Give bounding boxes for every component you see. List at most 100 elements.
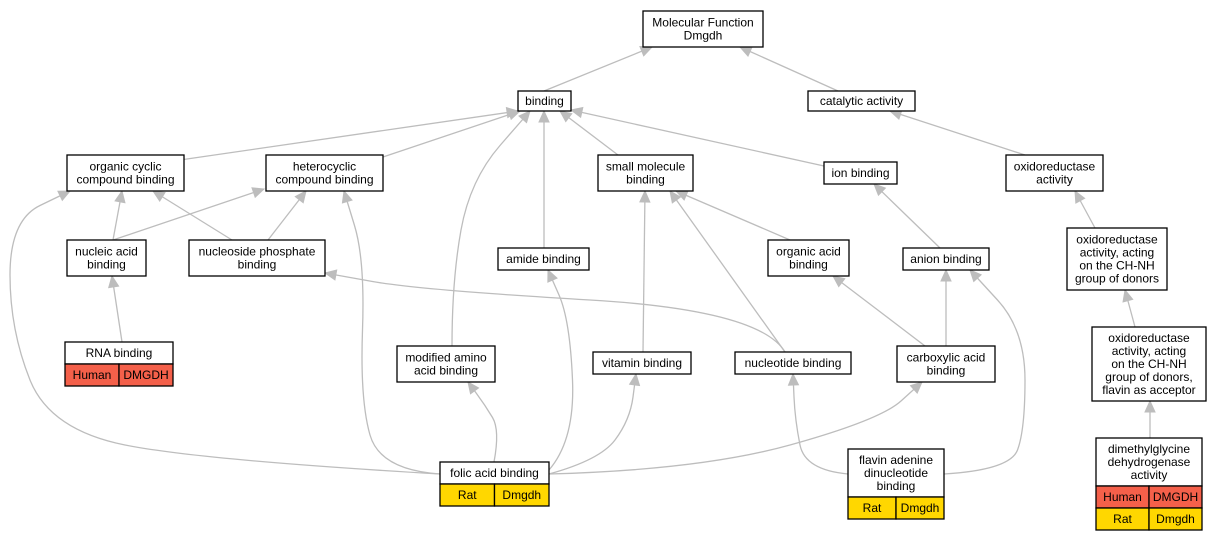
edge-arrowhead bbox=[639, 189, 651, 203]
edge-arrowhead bbox=[323, 269, 338, 281]
term-label-line: compound binding bbox=[76, 173, 174, 187]
edge-folic-to-amideb bbox=[547, 268, 574, 471]
annotation-species-text: Rat bbox=[1113, 512, 1132, 526]
go-term-amideb[interactable]: amide binding bbox=[497, 247, 590, 271]
edge-arrowhead bbox=[57, 190, 72, 202]
term-box bbox=[592, 351, 692, 375]
term-label-line: anion binding bbox=[910, 252, 981, 266]
edge-arrowhead bbox=[294, 190, 307, 204]
term-label-line: small molecule bbox=[606, 160, 686, 174]
term-label-line: oxidoreductase bbox=[1108, 331, 1190, 345]
term-label-line: binding bbox=[87, 258, 126, 272]
edge-ocb-to-binding bbox=[179, 106, 520, 161]
term-label-line: group of donors bbox=[1075, 272, 1159, 286]
edge-arrowhead bbox=[940, 268, 952, 282]
term-box bbox=[847, 448, 945, 498]
term-label-line: amide binding bbox=[506, 252, 581, 266]
term-box bbox=[807, 90, 916, 112]
term-label-line: vitamin binding bbox=[602, 356, 682, 370]
edge-line bbox=[792, 373, 849, 475]
edge-line bbox=[548, 381, 923, 475]
edge-rnab-to-nab bbox=[108, 274, 123, 343]
term-box bbox=[66, 239, 147, 277]
term-label-line: nucleic acid bbox=[75, 245, 138, 259]
term-label-line: on the CH-NH bbox=[1079, 259, 1154, 273]
term-label-line: nucleoside phosphate bbox=[199, 245, 316, 259]
edge-orgacid-to-smb bbox=[674, 190, 791, 241]
term-box bbox=[396, 345, 496, 383]
term-label-line: organic acid bbox=[776, 245, 841, 259]
edge-ionb-to-binding bbox=[569, 106, 825, 167]
term-label-line: Molecular Function bbox=[652, 16, 753, 30]
term-label-line: heterocyclic bbox=[293, 160, 356, 174]
term-box bbox=[902, 247, 990, 271]
edge-binding-to-mf bbox=[543, 45, 654, 92]
edge-line bbox=[343, 190, 441, 475]
go-term-dmgdh[interactable]: dimethylglycinedehydrogenaseactivityHuma… bbox=[1095, 437, 1203, 531]
edge-folic-to-ocb bbox=[9, 190, 441, 475]
annotation-gene-text: DMGDH bbox=[1153, 490, 1198, 504]
edge-arrowhead bbox=[559, 110, 573, 123]
annotation-species-text: Human bbox=[1103, 490, 1142, 504]
edge-arrowhead bbox=[569, 106, 584, 119]
edge-arrowhead bbox=[832, 275, 846, 288]
term-box bbox=[823, 161, 898, 185]
edge-folic-to-modaa bbox=[467, 381, 498, 463]
term-label-line: binding bbox=[877, 479, 916, 493]
edges-layer bbox=[9, 45, 1156, 475]
edge-nspb-to-hcb bbox=[267, 190, 307, 241]
go-term-ionb[interactable]: ion binding bbox=[823, 161, 898, 185]
edge-line bbox=[832, 275, 926, 347]
term-label-line: activity, acting bbox=[1080, 246, 1154, 260]
edge-arrowhead bbox=[909, 381, 923, 394]
edge-carbox-to-orgacid bbox=[832, 275, 926, 347]
edge-line bbox=[324, 272, 786, 353]
term-box bbox=[767, 239, 850, 277]
edge-arrowhead bbox=[467, 381, 480, 395]
term-label-line: ion binding bbox=[831, 166, 889, 180]
go-term-vitb[interactable]: vitamin binding bbox=[592, 351, 692, 375]
edge-nucb-to-nspb bbox=[323, 269, 786, 353]
term-label-line: Dmgdh bbox=[684, 29, 723, 43]
annotation-gene-text: Dmgdh bbox=[502, 488, 541, 502]
edge-arrowhead bbox=[969, 269, 983, 283]
term-box bbox=[1066, 227, 1168, 291]
term-box bbox=[1005, 154, 1104, 192]
term-label-line: binding bbox=[626, 173, 665, 187]
annotation-gene-cell bbox=[493, 483, 550, 507]
edge-catalytic-to-mf bbox=[738, 46, 839, 92]
edge-hcb-to-binding bbox=[382, 109, 522, 158]
term-label-line: binding bbox=[927, 364, 966, 378]
term-label-line: catalytic activity bbox=[820, 94, 903, 108]
annotation-gene-text: Dmgdh bbox=[901, 501, 940, 515]
annotation-species-text: Human bbox=[73, 368, 112, 382]
edge-nucb-to-smb bbox=[669, 190, 786, 353]
edge-line bbox=[112, 188, 265, 241]
term-box bbox=[1091, 326, 1207, 402]
go-term-catalytic[interactable]: catalytic activity bbox=[807, 90, 916, 112]
edge-arrowhead bbox=[787, 372, 800, 386]
term-label-line: group of donors, bbox=[1105, 370, 1192, 384]
edge-line bbox=[943, 269, 1026, 475]
go-term-nucb[interactable]: nucleotide binding bbox=[734, 351, 852, 375]
go-term-anionb[interactable]: anion binding bbox=[902, 247, 990, 271]
term-label-line: dinucleotide bbox=[864, 466, 928, 480]
term-label-line: acid binding bbox=[414, 364, 478, 378]
edge-nspb-to-ocb bbox=[151, 190, 233, 241]
go-term-binding[interactable]: binding bbox=[517, 90, 572, 112]
